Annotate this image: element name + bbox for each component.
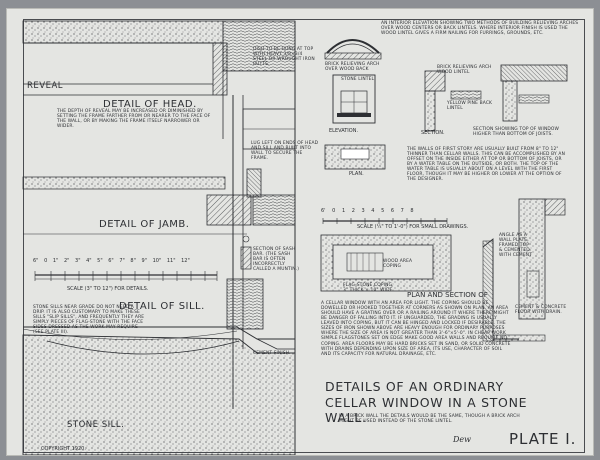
small-scale-bar [322, 218, 448, 224]
stone-sill-label: STONE SILL. [67, 420, 125, 430]
area-section-drawing [482, 198, 566, 342]
stone-lintel-label: STONE LINTEL. [341, 77, 376, 82]
detail-jamb-heading: DETAIL OF JAMB. [99, 219, 190, 230]
brick-relieving-label: BRICK RELIEVING ARCH WOOD LINTEL [437, 65, 492, 76]
reveal-note: THE DEPTH OF REVEAL MAY BE INCREASED OR … [57, 109, 211, 130]
angle-note: ANGLE AS A WALL PLATE, FRAMED TOP & CEME… [499, 233, 533, 259]
plate-border [23, 19, 585, 453]
area-plan-drawing [320, 234, 452, 292]
lug-note: LUG LEFT ON ENDS OF HEAD AND SILL AND BU… [251, 141, 319, 162]
elevation-drawing [324, 39, 386, 170]
cement-floor-label: CEMENT & CONCRETE FLOOR WITH DRAIN. [515, 305, 567, 316]
section-drawings [424, 64, 568, 132]
areaway-note: A CELLAR WINDOW WITH AN AREA FOR LIGHT. … [321, 301, 511, 357]
detail-sill-drawing [22, 21, 296, 455]
elevation-label: ELEVATION. [329, 128, 359, 134]
signature: Dew [453, 435, 471, 444]
small-scale-numbers: 6' 0 1 2 3 4 5 6 7 8 [321, 208, 414, 214]
copyright-text: COPYRIGHT 1920. [41, 446, 86, 452]
walls-note: THE WALLS OF FIRST STORY ARE USUALLY BUI… [407, 147, 566, 183]
plan-section-heading: PLAN AND SECTION OF [407, 291, 488, 299]
small-scale-label: SCALE (¼" TO 1'-0") FOR SMALL DRAWINGS. [357, 224, 469, 230]
interior-elevation-note: AN INTERIOR ELEVATION SHOWING TWO METHOD… [381, 21, 579, 37]
paper-sheet: REVEAL DETAIL OF HEAD. THE DEPTH OF REVE… [6, 8, 594, 456]
flag-coping-label: FLAG-STONE COPING 3" THICK × 10" WIDE [343, 283, 393, 294]
section-top-note: SECTION SHOWING TOP OF WINDOW HIGHER THA… [473, 127, 560, 138]
cement-finish-label: CEMENT FINISH. [253, 351, 291, 356]
wood-area-label: WOOD AREA COPING [383, 259, 413, 270]
plan-label: PLAN. [349, 171, 364, 177]
yellow-pine-label: YELLOW PINE BACK LINTEL [447, 101, 493, 112]
brick-wall-note: IN A BRICK WALL THE DETAILS WOULD BE THE… [339, 414, 520, 425]
scale-numbers: 6" 0 1" 2" 3" 4" 5" 6" 7" 8" 9" 10" 11" … [33, 258, 190, 264]
section-label: SECTION. [421, 130, 445, 136]
scale-label: SCALE (3" TO 12") FOR DETAILS. [67, 286, 149, 292]
detail-jamb-drawing [22, 168, 296, 281]
plate-number: PLATE I. [509, 430, 577, 448]
brick-arch-label: BRICK RELIEVING ARCH OVER WOOD BACK [325, 62, 380, 73]
dish-note: DISH TO BE HUNG AT TOP WITH HEAVY 3/8×3/… [253, 47, 315, 68]
detail-head-drawing [22, 20, 296, 409]
detail-head-heading: DETAIL OF HEAD. [103, 99, 197, 110]
drawing-linework [22, 20, 568, 455]
sash-bar-note: SECTION OF SASH BAR. (THE SASH BAR IS OF… [253, 247, 300, 273]
plate-title: DETAILS OF AN ORDINARY CELLAR WINDOW IN … [325, 379, 528, 426]
reveal-label: REVEAL [27, 81, 64, 91]
detail-sill-heading: DETAIL OF SILL. [119, 301, 205, 312]
sill-note: STONE SILLS NEAR GRADE DO NOT NEED A DRI… [33, 305, 145, 336]
